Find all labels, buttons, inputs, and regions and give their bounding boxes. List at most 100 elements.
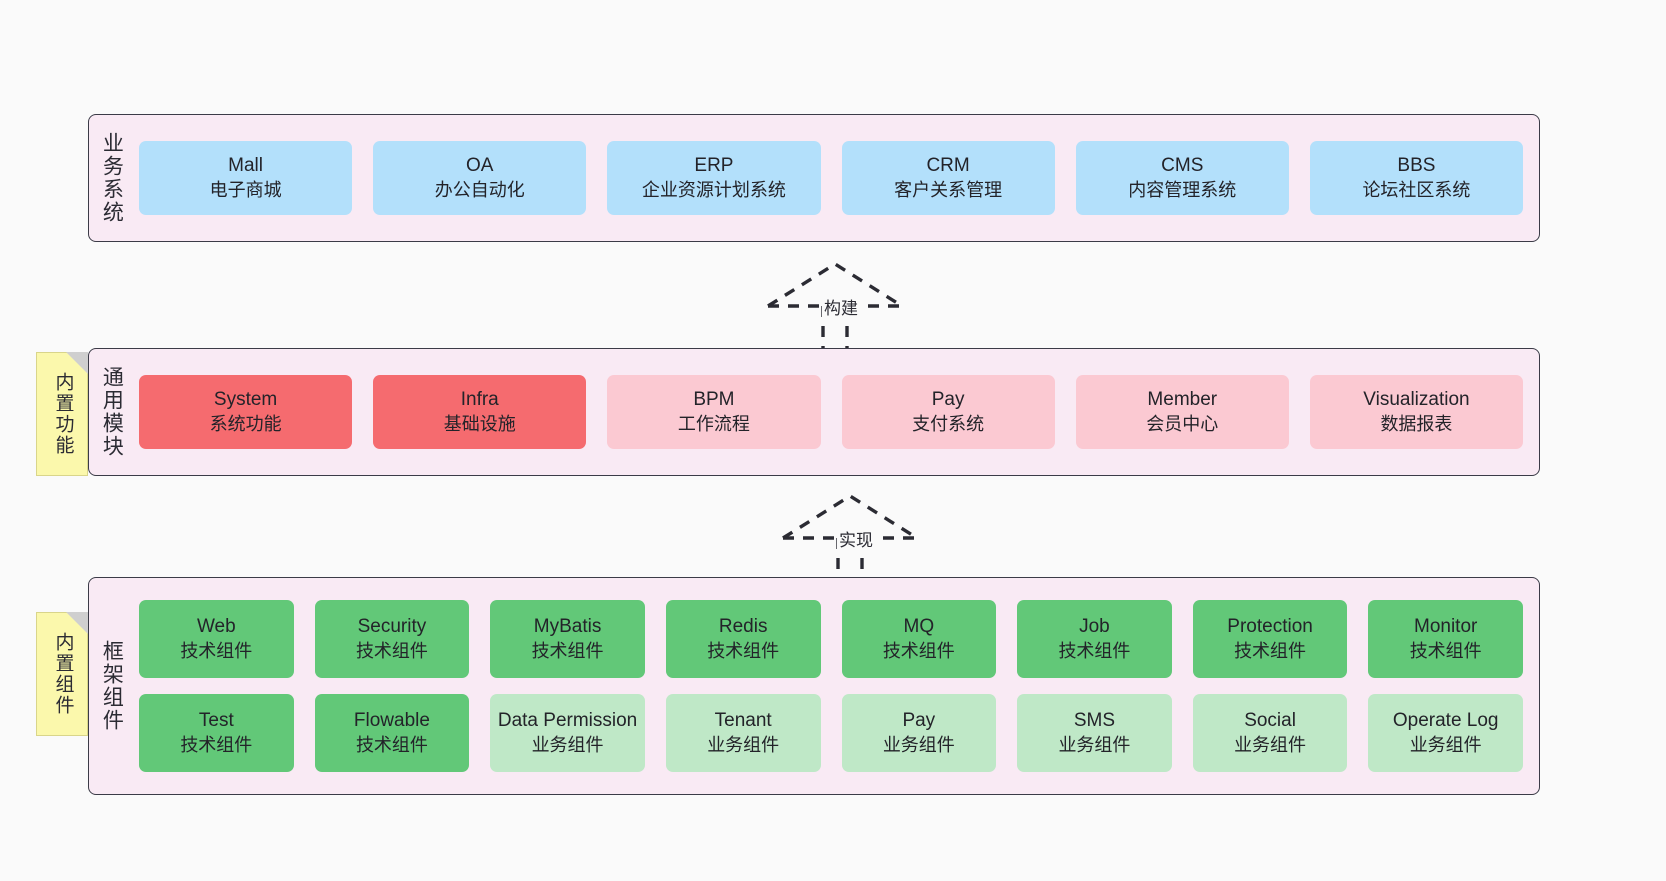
card-subtitle: 技术组件 (1234, 640, 1307, 661)
note-tag-builtin-components: 内置组件 (36, 612, 88, 736)
card-title: System (213, 389, 278, 411)
card-title: Tenant (714, 710, 772, 732)
card-title: MyBatis (533, 616, 602, 638)
layer-body-common-modules: System 系统功能 Infra 基础设施 BPM 工作流程 Pay 支付系统… (133, 349, 1539, 475)
card-title: ERP (694, 155, 734, 177)
arrow-build: 构建 (760, 258, 910, 348)
layer-title-business-system: 业务系统 (100, 132, 124, 224)
layer-row: System 系统功能 Infra 基础设施 BPM 工作流程 Pay 支付系统… (139, 375, 1524, 449)
card-subtitle: 电子商城 (209, 179, 282, 200)
card-subtitle: 业务组件 (707, 734, 780, 755)
layer-title-common-modules: 通用模块 (100, 366, 124, 458)
card-title: Monitor (1414, 616, 1478, 638)
note-tag-label: 内置功能 (52, 372, 74, 456)
arrow-label-realize: 实现 (837, 526, 875, 551)
card-title: Flowable (353, 710, 430, 732)
arrow-head-triangle (782, 493, 918, 540)
layer-body-framework-components: Web 技术组件 Security 技术组件 MyBatis 技术组件 Redi… (133, 578, 1539, 794)
card-subtitle: 业务组件 (1409, 734, 1482, 755)
layer-business-system: 业务系统 Mall 电子商城 OA 办公自动化 ERP 企业资源计划系统 CRM… (88, 114, 1540, 242)
component-card-mybatis[interactable]: MyBatis 技术组件 (490, 600, 645, 678)
component-card-web[interactable]: Web 技术组件 (139, 600, 294, 678)
card-subtitle: 技术组件 (180, 734, 253, 755)
module-card-erp[interactable]: ERP 企业资源计划系统 (607, 141, 821, 215)
card-title: Security (357, 616, 427, 638)
card-subtitle: 工作流程 (677, 413, 750, 434)
card-subtitle: 技术组件 (355, 640, 428, 661)
component-card-mq[interactable]: MQ 技术组件 (841, 600, 997, 678)
card-title: Infra (460, 389, 499, 411)
card-title: SMS (1073, 710, 1116, 732)
arrow-head-triangle (767, 261, 903, 308)
card-subtitle: 办公自动化 (434, 179, 525, 200)
layer-common-modules: 通用模块 System 系统功能 Infra 基础设施 BPM 工作流程 Pay… (88, 348, 1540, 476)
card-subtitle: 技术组件 (180, 640, 253, 661)
card-title: Mall (228, 155, 263, 177)
note-tag-label: 内置组件 (52, 632, 74, 716)
card-title: MQ (903, 616, 935, 638)
card-subtitle: 支付系统 (912, 413, 985, 434)
card-subtitle: 业务组件 (882, 734, 955, 755)
card-subtitle: 论坛社区系统 (1362, 179, 1471, 200)
card-title: OA (466, 155, 494, 177)
layer-title-framework-components: 框架组件 (100, 640, 124, 732)
card-subtitle: 技术组件 (707, 640, 780, 661)
layer-row: Mall 电子商城 OA 办公自动化 ERP 企业资源计划系统 CRM 客户关系… (139, 141, 1524, 215)
component-card-test[interactable]: Test 技术组件 (139, 694, 294, 772)
module-card-mall[interactable]: Mall 电子商城 (139, 141, 353, 215)
component-card-operate-log[interactable]: Operate Log 业务组件 (1368, 694, 1523, 772)
card-title: Pay (902, 710, 936, 732)
card-title: Social (1244, 710, 1296, 732)
layer-framework-components: 框架组件 Web 技术组件 Security 技术组件 MyBatis 技术组件… (88, 577, 1540, 795)
component-card-protection[interactable]: Protection 技术组件 (1192, 600, 1348, 678)
card-subtitle: 技术组件 (355, 734, 428, 755)
module-card-oa[interactable]: OA 办公自动化 (373, 141, 587, 215)
module-card-cms[interactable]: CMS 内容管理系统 (1075, 141, 1289, 215)
layer-row: Test 技术组件 Flowable 技术组件 Data Permission … (139, 694, 1523, 772)
card-title: Job (1079, 616, 1110, 638)
component-card-data-permission[interactable]: Data Permission 业务组件 (490, 694, 645, 772)
card-title: CMS (1161, 155, 1204, 177)
card-subtitle: 技术组件 (531, 640, 604, 661)
module-card-pay[interactable]: Pay 支付系统 (841, 375, 1055, 449)
component-card-tenant[interactable]: Tenant 业务组件 (665, 694, 821, 772)
card-subtitle: 企业资源计划系统 (641, 179, 786, 200)
module-card-bpm[interactable]: BPM 工作流程 (607, 375, 821, 449)
module-card-member[interactable]: Member 会员中心 (1075, 375, 1289, 449)
card-title: BBS (1397, 155, 1436, 177)
card-title: Data Permission (497, 710, 638, 732)
card-subtitle: 系统功能 (209, 413, 282, 434)
module-card-crm[interactable]: CRM 客户关系管理 (841, 141, 1055, 215)
card-title: Pay (931, 389, 965, 411)
card-title: Member (1147, 389, 1218, 411)
component-card-security[interactable]: Security 技术组件 (314, 600, 470, 678)
module-card-infra[interactable]: Infra 基础设施 (373, 375, 587, 449)
card-subtitle: 业务组件 (1234, 734, 1307, 755)
card-subtitle: 技术组件 (1409, 640, 1482, 661)
arrow-realize: 实现 (775, 490, 925, 580)
layer-body-business-system: Mall 电子商城 OA 办公自动化 ERP 企业资源计划系统 CRM 客户关系… (133, 115, 1539, 241)
component-card-job[interactable]: Job 技术组件 (1017, 600, 1172, 678)
component-card-sms[interactable]: SMS 业务组件 (1017, 694, 1172, 772)
module-card-system[interactable]: System 系统功能 (139, 375, 353, 449)
component-card-flowable[interactable]: Flowable 技术组件 (314, 694, 470, 772)
card-title: CRM (926, 155, 970, 177)
card-title: Web (196, 616, 236, 638)
card-subtitle: 内容管理系统 (1128, 179, 1237, 200)
card-title: Protection (1227, 616, 1313, 638)
arrow-label-build: 构建 (822, 294, 860, 319)
module-card-visualization[interactable]: Visualization 数据报表 (1309, 375, 1524, 449)
note-tag-builtin-features: 内置功能 (36, 352, 88, 476)
card-title: Redis (718, 616, 768, 638)
module-card-bbs[interactable]: BBS 论坛社区系统 (1309, 141, 1524, 215)
card-subtitle: 会员中心 (1146, 413, 1219, 434)
layer-row: Web 技术组件 Security 技术组件 MyBatis 技术组件 Redi… (139, 600, 1523, 678)
component-card-redis[interactable]: Redis 技术组件 (665, 600, 821, 678)
card-title: BPM (693, 389, 735, 411)
card-subtitle: 技术组件 (882, 640, 955, 661)
component-card-social[interactable]: Social 业务组件 (1192, 694, 1348, 772)
card-subtitle: 基础设施 (443, 413, 516, 434)
component-card-pay[interactable]: Pay 业务组件 (841, 694, 997, 772)
component-card-monitor[interactable]: Monitor 技术组件 (1368, 600, 1523, 678)
